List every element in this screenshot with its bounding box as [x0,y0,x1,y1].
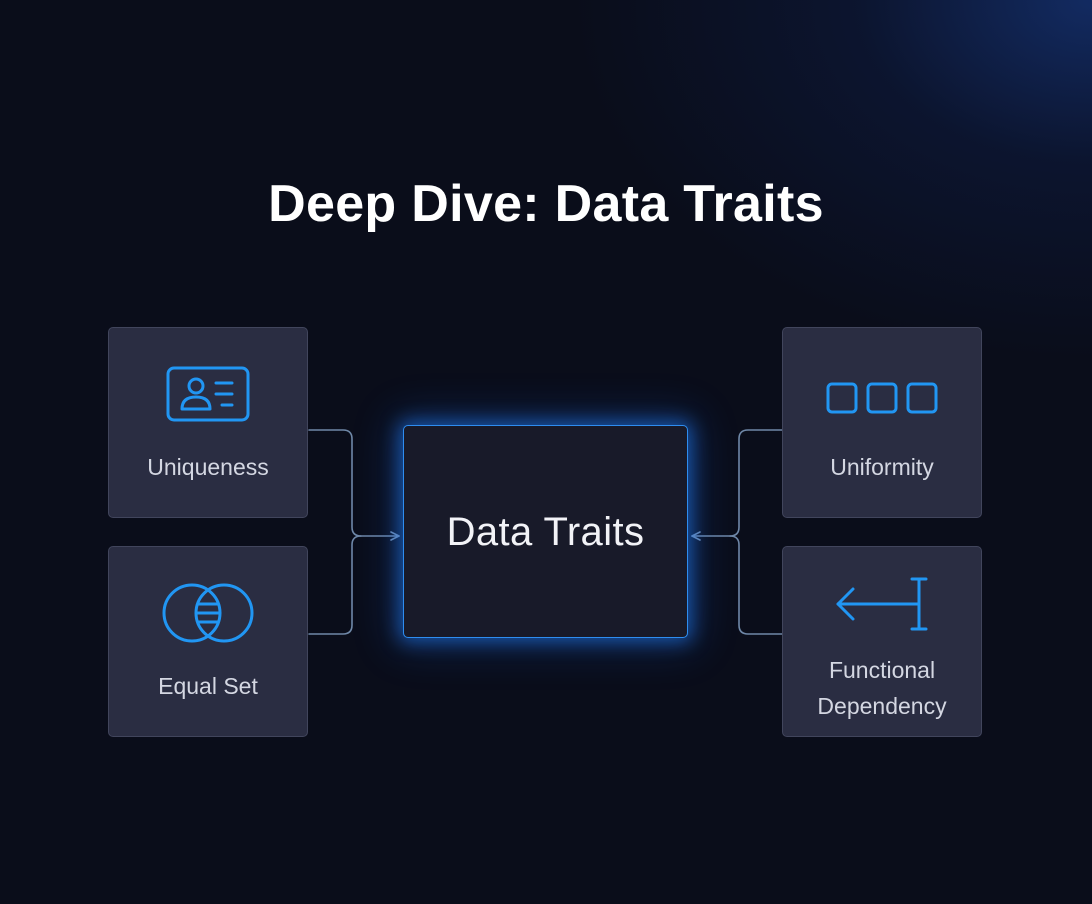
overlapping-circles-icon [109,581,307,645]
connector-functional-dependency [729,535,783,635]
functional-dependency-label-line2: Dependency [817,693,947,719]
equal-set-label: Equal Set [158,673,258,699]
uniformity-label: Uniformity [830,454,934,480]
card-uniqueness: Uniqueness [108,327,308,518]
connector-uniqueness [308,429,400,541]
card-functional-dependency: Functional Dependency [782,546,982,737]
data-traits-label: Data Traits [446,509,645,554]
connector-uniformity [691,429,783,541]
connector-equal-set [308,535,362,635]
card-equal-set: Equal Set [108,546,308,737]
uniqueness-label: Uniqueness [147,454,269,480]
three-squares-icon [783,382,981,414]
page-title: Deep Dive: Data Traits [268,175,824,233]
arrow-left-bar-icon [783,577,981,633]
data-traits-node: Data Traits [403,425,688,638]
functional-dependency-label-line1: Functional [828,657,936,683]
card-uniformity: Uniformity [782,327,982,518]
id-card-icon [109,366,307,422]
